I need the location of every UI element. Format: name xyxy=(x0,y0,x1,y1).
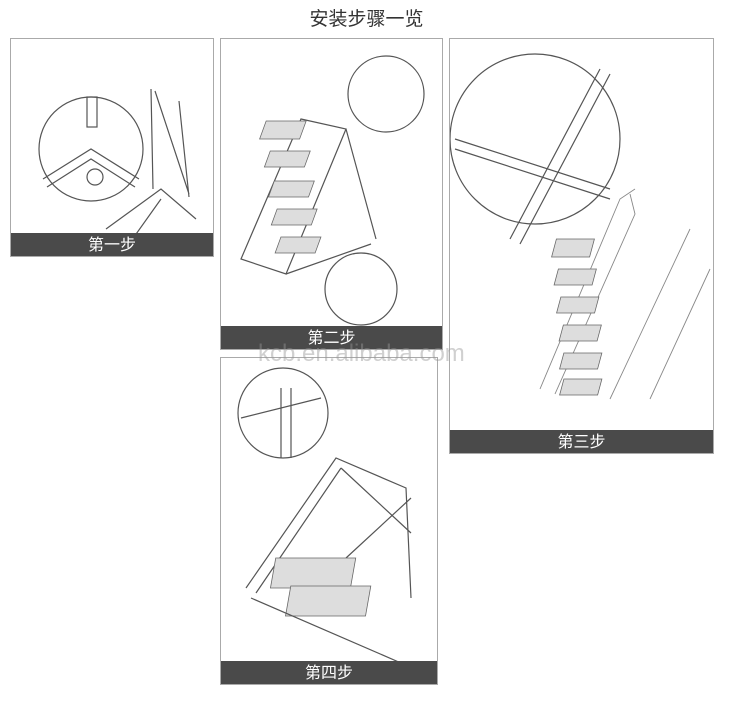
step-3-label: 第三步 xyxy=(450,430,713,453)
step-3-panel: 第三步 xyxy=(449,38,714,454)
step-3-drawing xyxy=(450,53,711,400)
step-2-drawing xyxy=(240,55,425,326)
page-title: 安装步骤一览 xyxy=(309,8,424,30)
step-2-panel: 第二步 xyxy=(220,38,443,350)
step-4-panel: 第四步 xyxy=(220,357,438,685)
step-2-label: 第二步 xyxy=(221,326,442,349)
step-4-drawing xyxy=(237,367,412,663)
step-1-label: 第一步 xyxy=(11,233,213,256)
step-4-label: 第四步 xyxy=(221,661,437,684)
watermark: kcb.en.alibaba.com xyxy=(258,340,465,367)
step-1-panel: 第一步 xyxy=(10,38,214,257)
step-1-drawing xyxy=(38,88,197,235)
